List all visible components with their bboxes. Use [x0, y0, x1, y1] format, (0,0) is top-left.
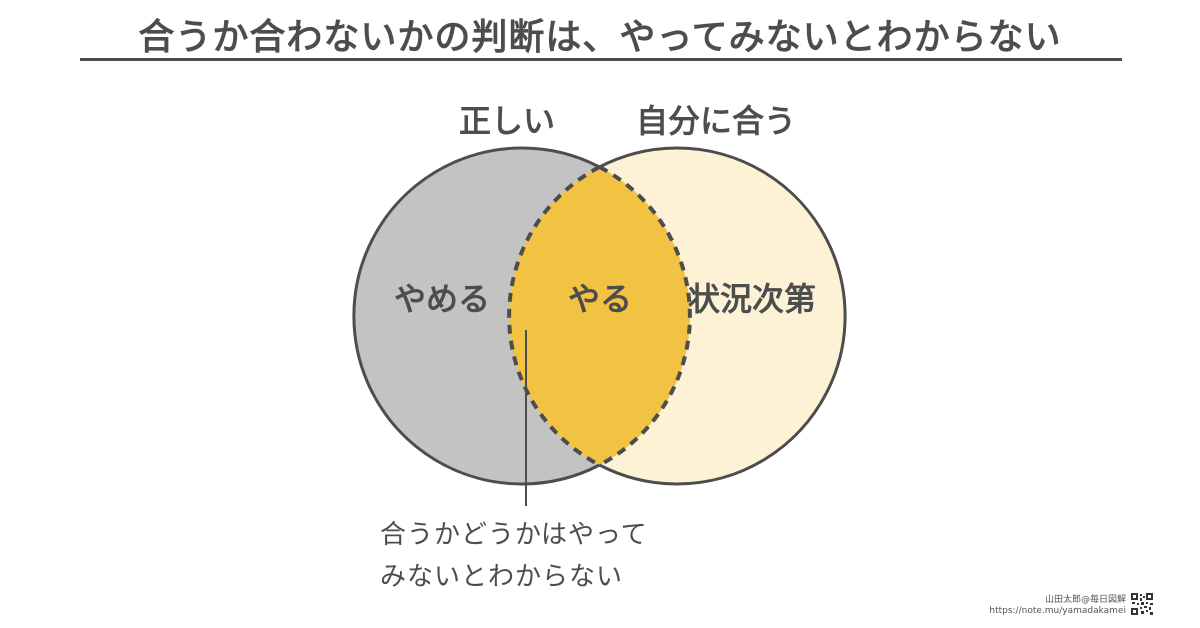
title-underline: [80, 58, 1122, 61]
intersection-region: [509, 148, 690, 484]
right-only-label: 状況次第: [688, 280, 816, 318]
left-only-label: やめる: [394, 280, 490, 318]
intersection-outline-right: [598, 165, 692, 467]
credit-url: https://note.mu/yamadakamei: [989, 606, 1126, 616]
note-line-2: みないとわからない: [380, 562, 624, 592]
left-set-label: 正しい: [459, 102, 555, 140]
left-circle-outline: [352, 146, 601, 486]
qr-code-icon: [1131, 593, 1153, 615]
credit-author: 山田太郎@毎日図解: [1044, 595, 1126, 605]
note-line-1: 合うかどうかはやって: [380, 520, 648, 550]
intersection-label: やる: [568, 280, 632, 318]
page-title: 合うか合わないかの判断は、やってみないとわからない: [138, 17, 1062, 58]
right-circle-outline: [598, 146, 847, 486]
intersection-outline-left: [507, 165, 601, 467]
right-set-label: 自分に合う: [636, 102, 796, 140]
